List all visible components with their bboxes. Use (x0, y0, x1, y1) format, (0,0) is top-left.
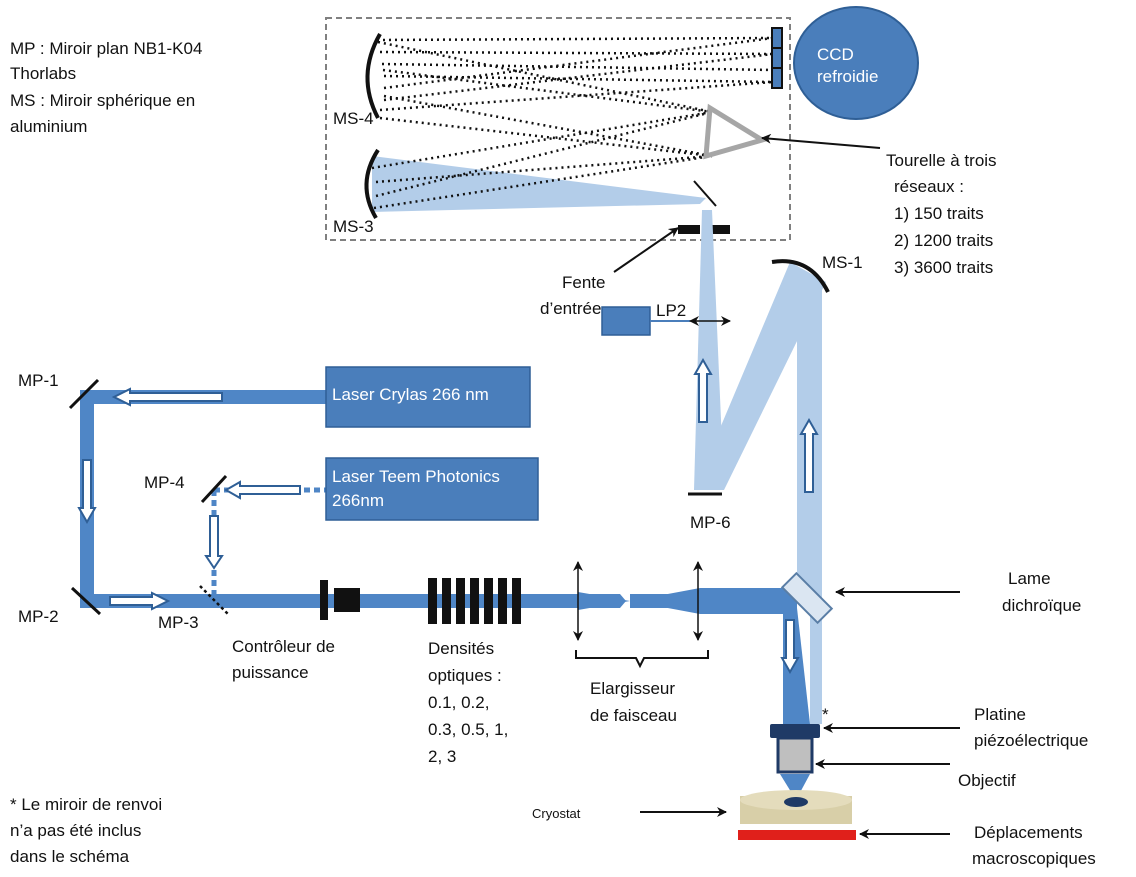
tourelle-line1: Tourelle à trois (886, 151, 997, 170)
beam-expander-focus (578, 592, 630, 610)
deplacements-line2: macroscopiques (972, 849, 1096, 868)
elargisseur-line1: Elargisseur (590, 679, 675, 698)
lame-line1: Lame (1008, 569, 1051, 588)
tourelle-line5: 3) 3600 traits (894, 258, 993, 277)
densites-line2: optiques : (428, 666, 502, 685)
ccd-detector-bar (771, 27, 783, 89)
tourelle-line3: 1) 150 traits (894, 204, 984, 223)
light-beam-below-dichroic (810, 596, 822, 724)
note-label: * Le miroir de renvoi n’a pas été inclus… (10, 795, 162, 866)
objective-cone (780, 774, 810, 800)
label-pointer-arrows (613, 133, 960, 839)
legend-line1: MP : Miroir plan NB1-K04 (10, 39, 202, 58)
ccd-label-line1: CCD (817, 45, 854, 64)
legend-text: MP : Miroir plan NB1-K04 Thorlabs MS : M… (10, 39, 202, 136)
platine-line2: piézoélectrique (974, 731, 1088, 750)
ccd-camera (793, 6, 919, 120)
legend-line2: Thorlabs (10, 64, 76, 83)
entrance-slit-right (708, 225, 730, 234)
beam-expander-diverge (630, 588, 700, 614)
power-controller-plate (320, 580, 328, 620)
ccd-label-line2: refroidie (817, 67, 878, 86)
laser-teem-box (325, 457, 539, 521)
laser-teem-label-line1: Laser Teem Photonics (332, 467, 500, 486)
teem-beam-dotted (211, 487, 326, 596)
label-mp1: MP-1 (18, 371, 59, 390)
note-line1: * Le miroir de renvoi (10, 795, 162, 814)
controleur-label: Contrôleur de puissance (232, 637, 335, 682)
densites-line1: Densités (428, 639, 494, 658)
collected-light-beam-ms3 (372, 156, 706, 212)
platine-line1: Platine (974, 705, 1026, 724)
label-mp2: MP-2 (18, 607, 59, 626)
laser-teem-label-line2: 266nm (332, 491, 384, 510)
flat-mirror-mp1 (68, 378, 100, 410)
dichroic-plate (780, 571, 834, 625)
densites-line4: 0.3, 0.5, 1, (428, 720, 508, 739)
optical-density-filters (428, 578, 521, 624)
note-line2: n’a pas été inclus (10, 821, 141, 840)
sample-spot (784, 797, 808, 807)
lame-label: Lame dichroïque (1002, 569, 1081, 615)
laser-crylas-box (325, 366, 531, 428)
asterisk-marker: * (822, 705, 829, 724)
macroscopic-stage (738, 830, 856, 840)
entrance-steering-mirror (693, 180, 717, 207)
tourelle-line2: réseaux : (894, 177, 964, 196)
power-controller-block (334, 588, 360, 612)
flat-mirror-mp4 (200, 474, 228, 504)
objectif-label: Objectif (958, 771, 1016, 790)
dispersed-rays (371, 36, 774, 210)
light-beam-mp6-to-ms1 (694, 262, 826, 490)
flat-mirror-mp3 (199, 585, 229, 615)
label-ms4: MS-4 (333, 109, 374, 128)
beam-expander-brace (575, 650, 709, 669)
label-mp3: MP-3 (158, 613, 199, 632)
densites-line3: 0.1, 0.2, (428, 693, 489, 712)
flat-mirror-mp2 (70, 586, 102, 616)
label-ms1: MS-1 (822, 253, 863, 272)
spectrometer-outline (325, 17, 791, 241)
deplacements-line1: Déplacements (974, 823, 1083, 842)
label-ms3: MS-3 (333, 217, 374, 236)
fente-line2: d’entrée (540, 299, 601, 318)
beam-direction-arrows (77, 387, 800, 675)
platine-label: Platine piézoélectrique (974, 705, 1088, 750)
lame-line2: dichroïque (1002, 596, 1081, 615)
label-mp4: MP-4 (144, 473, 185, 492)
elargisseur-label: Elargisseur de faisceau (590, 679, 677, 725)
controleur-line2: puissance (232, 663, 309, 682)
fente-label: Fente d’entrée (540, 273, 605, 318)
spherical-mirror-ms4 (365, 33, 382, 119)
piezo-stage (770, 724, 820, 738)
label-lp2: LP2 (656, 301, 686, 320)
lp2-camera-box (601, 306, 651, 336)
grating-turret (703, 103, 769, 160)
label-mp6: MP-6 (690, 513, 731, 532)
legend-line3: MS : Miroir sphérique en (10, 91, 195, 110)
laser-crylas-label: Laser Crylas 266 nm (332, 385, 489, 404)
deplacements-label: Déplacements macroscopiques (972, 823, 1096, 868)
spherical-mirror-ms3 (364, 148, 380, 220)
entrance-slit-left (678, 225, 700, 234)
legend-line4: aluminium (10, 117, 87, 136)
tourelle-label: Tourelle à trois réseaux : 1) 150 traits… (886, 151, 997, 277)
densites-label: Densités optiques : 0.1, 0.2, 0.3, 0.5, … (428, 639, 508, 766)
elargisseur-line2: de faisceau (590, 706, 677, 725)
controleur-line1: Contrôleur de (232, 637, 335, 656)
spherical-mirror-ms1 (771, 259, 830, 293)
cryostat-label: Cryostat (532, 806, 581, 821)
densites-line5: 2, 3 (428, 747, 456, 766)
fente-line1: Fente (562, 273, 605, 292)
light-direction-arrows (693, 357, 819, 493)
note-line3: dans le schéma (10, 847, 130, 866)
tourelle-line4: 2) 1200 traits (894, 231, 993, 250)
objective-body (776, 736, 814, 774)
